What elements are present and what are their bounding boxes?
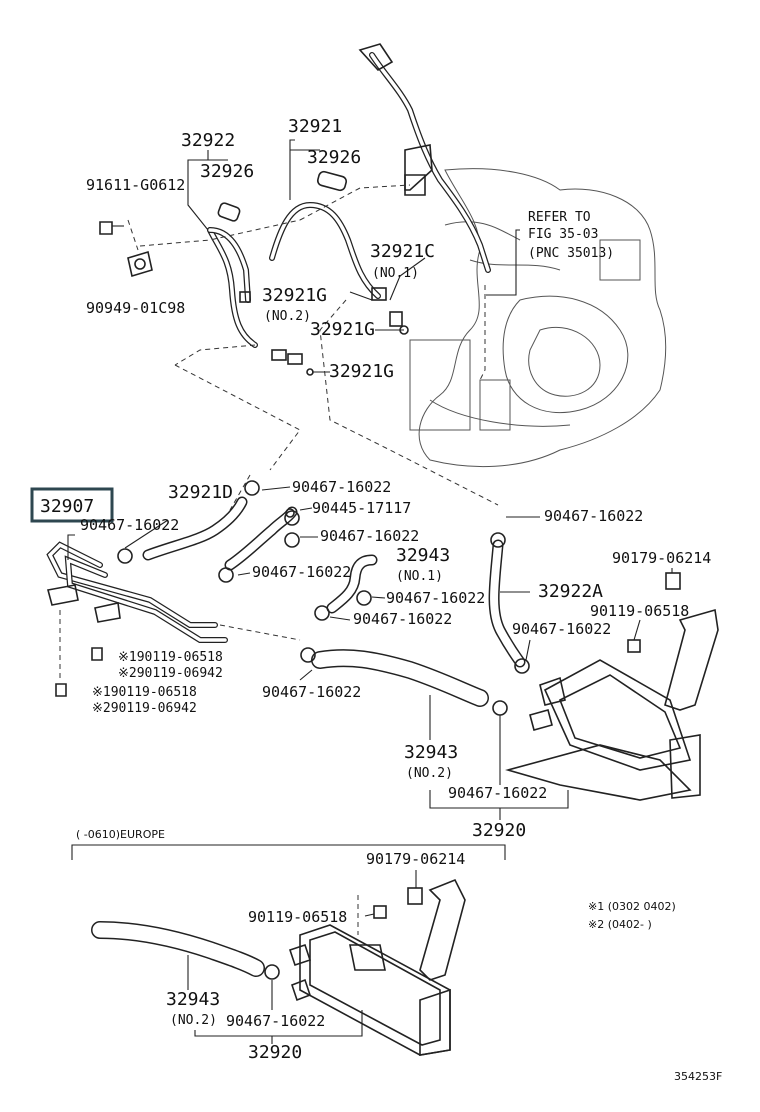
label-90467-top-right: 90467-16022 xyxy=(544,507,643,525)
label-32943-no2-sub: (NO.2) xyxy=(406,766,453,781)
label-90467-f: 90467-16022 xyxy=(353,610,452,628)
europe-bracket-line xyxy=(71,844,506,860)
label-europe-32943: 32943 xyxy=(166,989,220,1010)
refer-line-1: REFER TO xyxy=(528,210,591,225)
transmission-outline xyxy=(409,168,667,468)
label-32921g-a: 32921G xyxy=(310,319,375,340)
label-32920: 32920 xyxy=(472,820,526,841)
label-32921c-sub: (NO.1) xyxy=(372,266,419,281)
label-90119-right: 90119-06518 xyxy=(590,602,689,620)
oil-cooler-32920 xyxy=(505,572,719,801)
label-90467-b: 90467-16022 xyxy=(292,478,391,496)
label-90119b-2: ※290119-06942 xyxy=(92,701,197,716)
clamp-90949 xyxy=(127,250,153,278)
label-90467-bottom: 90467-16022 xyxy=(448,784,547,802)
label-32926-right: 32926 xyxy=(307,147,361,168)
europe-label: ( -0610)EUROPE xyxy=(76,828,165,841)
label-europe-90179: 90179-06214 xyxy=(366,850,465,868)
label-90179: 90179-06214 xyxy=(612,549,711,567)
figure-id: 354253F xyxy=(674,1070,722,1083)
connectors-upper xyxy=(239,287,409,376)
label-32922: 32922 xyxy=(181,130,235,151)
label-91611: 91611-G0612 xyxy=(86,176,185,194)
label-32921g-top: 32921G xyxy=(262,285,327,306)
label-90467-g: 90467-16022 xyxy=(262,683,361,701)
europe-oil-cooler xyxy=(288,878,466,1056)
label-32921g-b: 32921G xyxy=(329,361,394,382)
label-32921g-top-sub: (NO.2) xyxy=(264,309,311,324)
label-europe-32920: 32920 xyxy=(248,1042,302,1063)
label-32921d: 32921D xyxy=(168,482,233,503)
label-32921: 32921 xyxy=(288,116,342,137)
highlight-box-32907 xyxy=(30,487,114,523)
small-bolts-left xyxy=(55,647,103,697)
label-32907: 32907 xyxy=(40,496,94,517)
note-1: ※1 (0302 0402) xyxy=(588,900,676,913)
label-32922a: 32922A xyxy=(538,581,603,602)
label-europe-32943-sub: (NO.2) xyxy=(170,1013,217,1028)
label-32943-no1-sub: (NO.1) xyxy=(396,569,443,584)
bolt-91611 xyxy=(99,221,124,235)
label-90445: 90445-17117 xyxy=(312,499,411,517)
label-europe-90467: 90467-16022 xyxy=(226,1012,325,1030)
refer-line-3: (PNC 35013) xyxy=(528,246,614,261)
oil-cooler-tube-32907 xyxy=(46,541,228,643)
label-32943-no1: 32943 xyxy=(396,545,450,566)
dipstick-tube xyxy=(358,43,491,273)
hose-32921d xyxy=(142,496,248,561)
label-32943-no2: 32943 xyxy=(404,742,458,763)
label-90119b-1: ※190119-06518 xyxy=(92,685,197,700)
label-90467-c: 90467-16022 xyxy=(320,527,419,545)
pipe-32922 xyxy=(207,227,258,348)
pipe-32921 xyxy=(269,201,381,299)
label-90467-d: 90467-16022 xyxy=(252,563,351,581)
label-32926-left: 32926 xyxy=(200,161,254,182)
europe-hose-32943 xyxy=(91,921,280,980)
label-90467-e: 90467-16022 xyxy=(386,589,485,607)
note-2: ※2 (0402- ) xyxy=(588,918,652,931)
label-europe-90119: 90119-06518 xyxy=(248,908,347,926)
hose-32926-right xyxy=(316,170,348,192)
label-90467-a: 90467-16022 xyxy=(80,516,179,534)
hose-32926-left xyxy=(217,202,241,222)
label-90119a-2: ※290119-06942 xyxy=(118,666,223,681)
label-90119a-1: ※190119-06518 xyxy=(118,650,223,665)
refer-line-2: FIG 35-03 xyxy=(528,227,598,242)
hose-32922a xyxy=(488,539,526,668)
label-90467-right: 90467-16022 xyxy=(512,620,611,638)
hose-32943-no2 xyxy=(311,649,489,707)
label-32921c: 32921C xyxy=(370,241,435,262)
label-90949: 90949-01C98 xyxy=(86,299,185,317)
